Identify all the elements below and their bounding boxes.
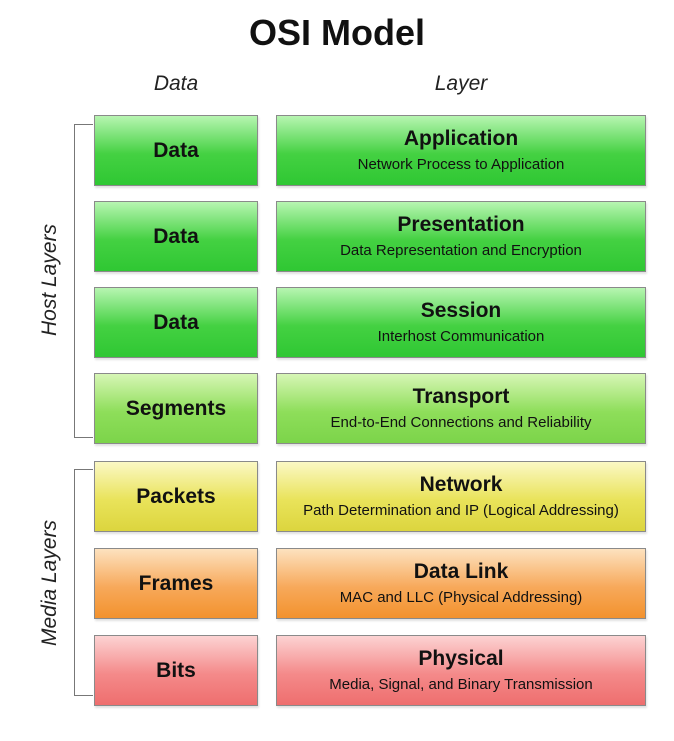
data-unit-label: Bits — [156, 658, 196, 682]
layer-name: Physical — [418, 646, 504, 670]
host-layers-bracket — [74, 124, 93, 438]
data-unit-label: Segments — [125, 396, 227, 420]
host-layers-label: Host Layers — [38, 223, 61, 337]
layer-network: Network Path Determination and IP (Logic… — [276, 461, 646, 532]
layer-data-link: Data Link MAC and LLC (Physical Addressi… — [276, 548, 646, 619]
layer-name: Network — [419, 472, 503, 496]
layer-transport: Transport End-to-End Connections and Rel… — [276, 373, 646, 444]
layer-column-header: Layer — [434, 72, 488, 95]
data-unit-transport: Segments — [94, 373, 258, 444]
layer-description: Media, Signal, and Binary Transmission — [329, 675, 593, 693]
layer-description: Interhost Communication — [377, 327, 545, 345]
media-layers-label: Media Layers — [38, 519, 61, 647]
layer-name: Application — [403, 126, 519, 150]
data-unit-application: Data — [94, 115, 258, 186]
layer-name: Presentation — [397, 212, 525, 236]
layer-name: Data Link — [413, 559, 509, 583]
data-unit-session: Data — [94, 287, 258, 358]
data-unit-label: Data — [153, 310, 199, 334]
data-unit-label: Data — [153, 138, 199, 162]
layer-physical: Physical Media, Signal, and Binary Trans… — [276, 635, 646, 706]
layer-description: Path Determination and IP (Logical Addre… — [303, 501, 619, 519]
layer-name: Transport — [412, 384, 510, 408]
data-unit-physical: Bits — [94, 635, 258, 706]
data-unit-label: Frames — [138, 571, 214, 595]
layer-description: End-to-End Connections and Reliability — [330, 413, 592, 431]
layer-name: Session — [420, 298, 502, 322]
layer-presentation: Presentation Data Representation and Enc… — [276, 201, 646, 272]
layer-application: Application Network Process to Applicati… — [276, 115, 646, 186]
diagram-title: OSI Model — [248, 12, 425, 53]
layer-description: Data Representation and Encryption — [340, 241, 582, 259]
layer-session: Session Interhost Communication — [276, 287, 646, 358]
data-unit-data-link: Frames — [94, 548, 258, 619]
layer-description: Network Process to Application — [357, 155, 565, 173]
data-unit-label: Packets — [136, 484, 216, 508]
media-layers-bracket — [74, 469, 93, 696]
layer-description: MAC and LLC (Physical Addressing) — [339, 588, 583, 606]
data-unit-network: Packets — [94, 461, 258, 532]
data-column-header: Data — [153, 72, 199, 95]
data-unit-label: Data — [153, 224, 199, 248]
data-unit-presentation: Data — [94, 201, 258, 272]
